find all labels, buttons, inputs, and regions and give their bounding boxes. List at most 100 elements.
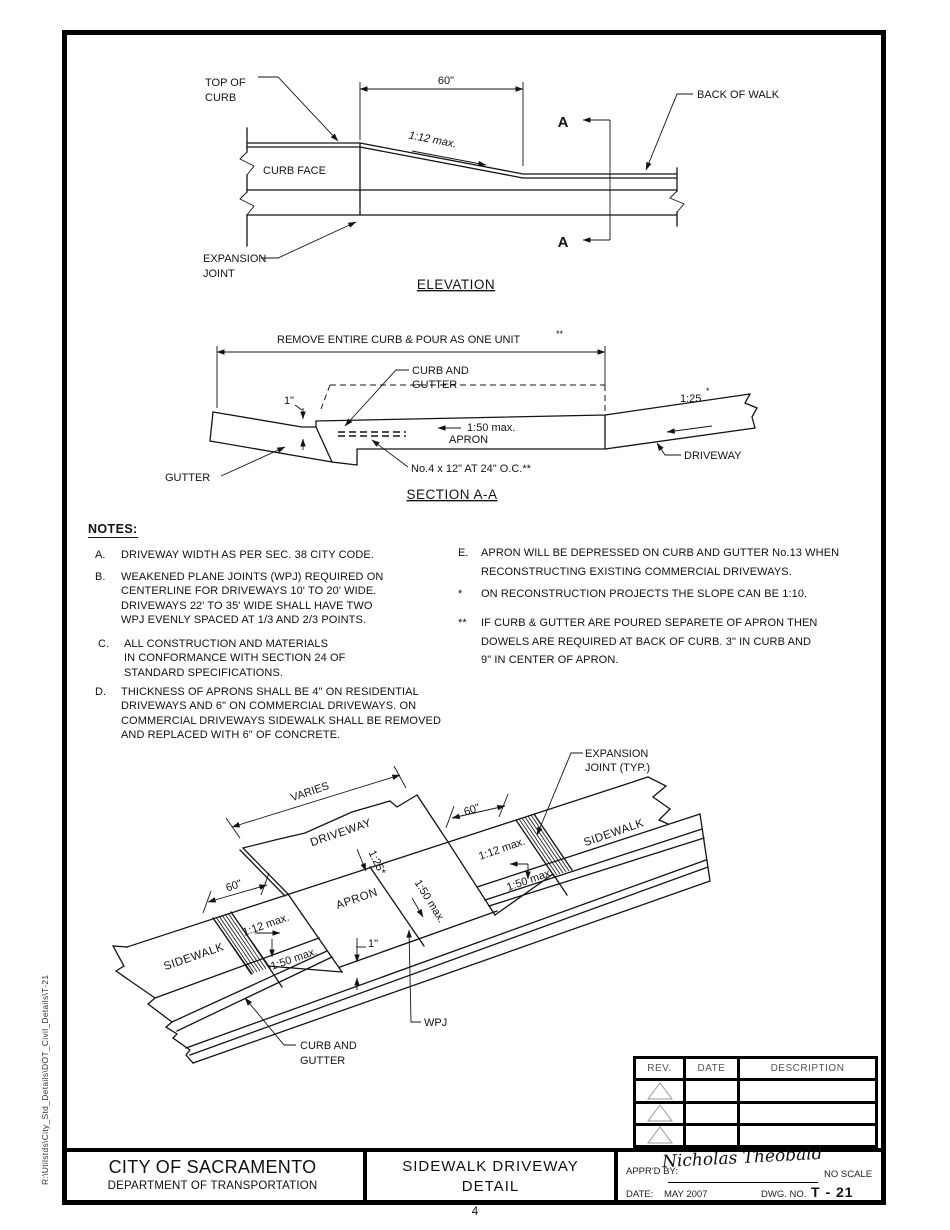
- label-back-of-walk: BACK OF WALK: [697, 89, 780, 101]
- agency-name: CITY OF SACRAMENTO: [108, 1157, 317, 1177]
- label-curb-and-gutter: CURB AND: [412, 365, 469, 377]
- dim-60in-right: 60": [462, 802, 481, 819]
- dim-60in-left: 60": [224, 878, 243, 895]
- label-slope-1-12-left: 1:12 max.: [241, 912, 291, 939]
- date-label: DATE:: [626, 1189, 654, 1200]
- dim-1in: 1": [368, 938, 378, 950]
- note-star: * ON RECONSTRUCTION PROJECTS THE SLOPE C…: [458, 585, 808, 604]
- date-value: MAY 2007: [664, 1189, 708, 1200]
- revision-cell: [686, 1103, 740, 1123]
- label-slope-1-50: 1:50 max.: [467, 422, 515, 434]
- note-d: D. THICKNESS OF APRONS SHALL BE 4" ON RE…: [95, 685, 441, 743]
- label-slope-1-25: 1:25: [680, 393, 701, 405]
- dim-60in: 60": [438, 75, 454, 87]
- revision-table: REV. DATE DESCRIPTION: [633, 1056, 878, 1148]
- note-d-label: D.: [95, 686, 107, 698]
- note-line: DRIVEWAYS 22' TO 35' WIDE SHALL HAVE TWO: [121, 599, 373, 612]
- revision-cell: [740, 1104, 875, 1123]
- note-line: DRIVEWAYS AND 6" ON COMMERCIAL DRIVEWAYS…: [121, 700, 417, 713]
- note-line: DRIVEWAY WIDTH AS PER SEC. 38 CITY CODE.: [121, 549, 374, 561]
- apprd-by-label: APPR'D BY:: [626, 1166, 678, 1177]
- label-top-of-curb: CURB: [205, 92, 236, 104]
- revision-triangle-icon: [646, 1104, 673, 1122]
- sheet-title: DETAIL: [461, 1178, 520, 1195]
- label-slope-1-25-star: *: [706, 386, 710, 396]
- note-line: THICKNESS OF APRONS SHALL BE 4" ON RESID…: [121, 686, 419, 698]
- file-path-sidebar: R:\Utilstds\City_Std_Details\DOT_Civil_D…: [40, 974, 50, 1185]
- label-sidewalk-right: SIDEWALK: [582, 817, 645, 849]
- note-line: RECONSTRUCTING EXISTING COMMERCIAL DRIVE…: [481, 565, 792, 578]
- revision-row: [636, 1078, 875, 1101]
- note-line: COMMERCIAL DRIVEWAYS SIDEWALK SHALL BE R…: [121, 714, 441, 727]
- label-expansion-joint: JOINT (TYP.): [585, 762, 650, 774]
- isometric-drawing: VARIES DRIVEWAY 1:25* APRON 1:50 max. SI…: [111, 748, 711, 1067]
- elevation-title: ELEVATION: [417, 277, 495, 292]
- signature-line: [668, 1182, 818, 1183]
- note-b-label: B.: [95, 571, 106, 583]
- label-curb-and-gutter: CURB AND: [300, 1040, 357, 1052]
- scale-note: NO SCALE: [824, 1169, 873, 1180]
- note-star-label: *: [458, 588, 463, 600]
- note-a: A. DRIVEWAY WIDTH AS PER SEC. 38 CITY CO…: [95, 548, 374, 562]
- sheet-border: [62, 30, 886, 1205]
- note-line: IF CURB & GUTTER ARE POURED SEPARETE OF …: [481, 617, 818, 629]
- revision-cell: [740, 1081, 875, 1100]
- label-curb-and-gutter: GUTTER: [412, 379, 457, 391]
- label-expansion-joint: EXPANSION: [585, 748, 648, 760]
- title-block-sheet-title-cell: SIDEWALK DRIVEWAY DETAIL: [367, 1152, 618, 1200]
- dim-remove-stars: **: [556, 329, 564, 339]
- note-line: 9" IN CENTER OF APRON.: [481, 654, 619, 667]
- note-line: AND REPLACED WITH 6" OF CONCRETE.: [121, 729, 341, 742]
- dwg-no-value: T - 21: [811, 1184, 854, 1200]
- note-line: DOWELS ARE REQUIRED AT BACK OF CURB. 3" …: [481, 635, 812, 648]
- note-c: C. ALL CONSTRUCTION AND MATERIALS IN CON…: [98, 637, 345, 680]
- revision-col-rev: REV.: [636, 1059, 686, 1079]
- note-b: B. WEAKENED PLANE JOINTS (WPJ) REQUIRED …: [95, 570, 384, 628]
- note-line: STANDARD SPECIFICATIONS.: [124, 666, 284, 679]
- label-gutter: GUTTER: [165, 472, 210, 484]
- section-aa-drawing: REMOVE ENTIRE CURB & POUR AS ONE UNIT **…: [165, 329, 758, 502]
- dim-varies: VARIES: [289, 780, 330, 804]
- sheet-title: SIDEWALK DRIVEWAY: [402, 1158, 579, 1175]
- page-number: 4: [471, 1206, 479, 1218]
- label-driveway: DRIVEWAY: [309, 817, 373, 849]
- revision-cell: [636, 1103, 686, 1123]
- note-line: ON RECONSTRUCTION PROJECTS THE SLOPE CAN…: [481, 588, 808, 600]
- label-curb-and-gutter: GUTTER: [300, 1055, 345, 1067]
- note-e-label: E.: [458, 547, 469, 559]
- note-line: WPJ EVENLY SPACED AT 1/3 AND 2/3 POINTS.: [121, 614, 367, 627]
- revision-col-date: DATE: [686, 1059, 740, 1079]
- label-curb-face: CURB FACE: [263, 165, 326, 177]
- label-rebar-dowel: No.4 x 12" AT 24" O.C.**: [411, 463, 532, 475]
- note-line: APRON WILL BE DEPRESSED ON CURB AND GUTT…: [481, 547, 840, 559]
- revision-cell: [636, 1125, 686, 1145]
- label-expansion-joint: JOINT: [203, 268, 235, 280]
- section-marker-a-bottom: A: [558, 234, 569, 251]
- revision-col-description: DESCRIPTION: [770, 1063, 845, 1075]
- label-slope-1-12-right: 1:12 max.: [477, 836, 527, 863]
- label-driveway: DRIVEWAY: [684, 450, 742, 462]
- revision-cell: [686, 1125, 740, 1145]
- label-sidewalk-left: SIDEWALK: [162, 941, 225, 973]
- note-double-star: ** IF CURB & GUTTER ARE POURED SEPARETE …: [458, 614, 818, 670]
- dwg-no-label: DWG. NO.: [761, 1189, 807, 1200]
- note-line: WEAKENED PLANE JOINTS (WPJ) REQUIRED ON: [121, 571, 384, 583]
- revision-cell: [740, 1126, 875, 1145]
- revision-row: [636, 1100, 875, 1123]
- section-marker-a-top: A: [558, 114, 569, 131]
- label-expansion-joint: EXPANSION: [203, 253, 266, 265]
- label-slope-1-12: 1:12 max.: [408, 130, 458, 151]
- revision-triangle-icon: [646, 1126, 673, 1144]
- note-line: CENTERLINE FOR DRIVEWAYS 10' TO 20' WIDE…: [121, 585, 377, 598]
- note-a-label: A.: [95, 549, 106, 561]
- label-apron: APRON: [335, 886, 380, 911]
- section-title: SECTION A-A: [406, 487, 497, 502]
- revision-cell: [686, 1081, 740, 1101]
- department-name: DEPARTMENT OF TRANSPORTATION: [107, 1180, 318, 1192]
- title-block-agency-cell: CITY OF SACRAMENTO DEPARTMENT OF TRANSPO…: [62, 1152, 367, 1200]
- label-top-of-curb: TOP OF: [205, 77, 246, 89]
- note-line: ALL CONSTRUCTION AND MATERIALS: [124, 638, 329, 650]
- revision-cell: [636, 1081, 686, 1101]
